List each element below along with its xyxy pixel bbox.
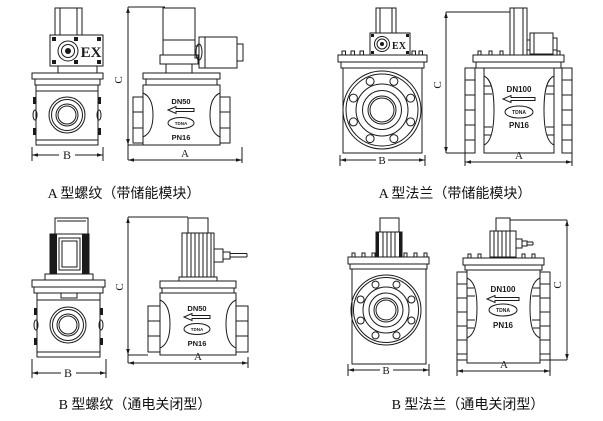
dn-label: DN100: [507, 85, 532, 94]
b-threaded-side-view: DN50 TDNA PN16 C A: [114, 216, 249, 368]
ex-label: EX: [81, 45, 102, 61]
dim-b-label: B: [64, 366, 72, 380]
dim-c-label: C: [432, 81, 444, 88]
pn-label: PN16: [509, 121, 530, 130]
pn-label: PN16: [172, 133, 191, 142]
threaded-port: [49, 306, 87, 344]
dim-b: B: [347, 364, 430, 377]
pn-label: PN16: [493, 321, 514, 330]
dim-a-label: A: [500, 359, 508, 371]
dim-b-label: B: [63, 148, 71, 162]
dn-label: DN100: [491, 285, 516, 294]
dim-c-label: C: [552, 281, 564, 288]
flow-arrow-icon: [501, 94, 536, 104]
dim-a-label: A: [181, 148, 189, 160]
dim-a: A: [456, 359, 551, 376]
a-flange-side-view: DN100 TDNA PN16 C A: [432, 7, 573, 166]
caption-b-flange: B 型法兰（通电关闭型）: [391, 398, 545, 413]
dim-a: A: [464, 150, 573, 166]
b-flange-side-view: DN100 TDNA PN16 C A: [456, 217, 569, 376]
flange-face: [342, 70, 422, 150]
diagram-b-flange: B: [347, 217, 569, 377]
dim-c: C: [432, 11, 510, 154]
dim-a-label: A: [194, 351, 202, 363]
ex-logo-icon: [374, 36, 390, 52]
quadrant-a-threaded: EX: [0, 0, 300, 178]
dn-label: DN50: [187, 304, 206, 313]
dim-b: B: [31, 359, 107, 380]
dim-a: A: [127, 351, 249, 368]
brand-label: TDNA: [496, 308, 510, 314]
dim-b: B: [31, 147, 104, 162]
flow-arrow-icon: [182, 312, 211, 322]
dim-b: B: [339, 155, 426, 167]
dim-c-label: C: [113, 76, 125, 83]
diagram-b-threaded: B DN50: [31, 216, 249, 380]
brand-label: TDNA: [512, 110, 526, 116]
caption-b-threaded: B 型螺纹（通电关闭型）: [58, 398, 212, 413]
b-flange-front-view: B: [347, 217, 430, 377]
dim-c: C: [510, 219, 569, 361]
brand-label: TDNA: [175, 121, 188, 126]
dim-c-label: C: [114, 283, 126, 290]
dim-b-label: B: [378, 155, 385, 167]
quadrant-a-flange: EX: [300, 0, 603, 178]
diagram-a-flange: EX: [337, 7, 573, 167]
threaded-port: [48, 96, 86, 134]
dim-a-label: A: [515, 150, 523, 162]
a-threaded-front-view: EX: [31, 7, 104, 162]
ex-logo-icon: [57, 40, 79, 62]
dn-label: DN50: [171, 97, 190, 106]
flow-arrow-icon: [485, 294, 520, 304]
flange-face: [350, 274, 422, 346]
caption-a-flange: A 型法兰（带储能模块）: [378, 187, 532, 202]
dim-c: C: [113, 6, 165, 146]
dim-c: C: [114, 216, 188, 356]
dim-a: A: [127, 145, 243, 163]
pn-label: PN16: [188, 339, 207, 348]
dim-b-label: B: [382, 365, 389, 377]
flow-arrow-icon: [166, 105, 195, 115]
a-flange-front-view: EX: [337, 7, 428, 167]
b-threaded-front-view: B: [31, 217, 107, 380]
diagram-a-threaded: EX: [31, 6, 244, 163]
caption-a-threaded: A 型螺纹（带储能模块）: [47, 187, 201, 202]
quadrant-b-flange: B: [300, 212, 603, 394]
quadrant-b-threaded: B DN50: [0, 212, 300, 394]
brand-label: TDNA: [191, 327, 204, 332]
a-threaded-side-view: DN50 TDNA PN16 C A: [113, 6, 244, 163]
ex-label: EX: [392, 41, 407, 52]
